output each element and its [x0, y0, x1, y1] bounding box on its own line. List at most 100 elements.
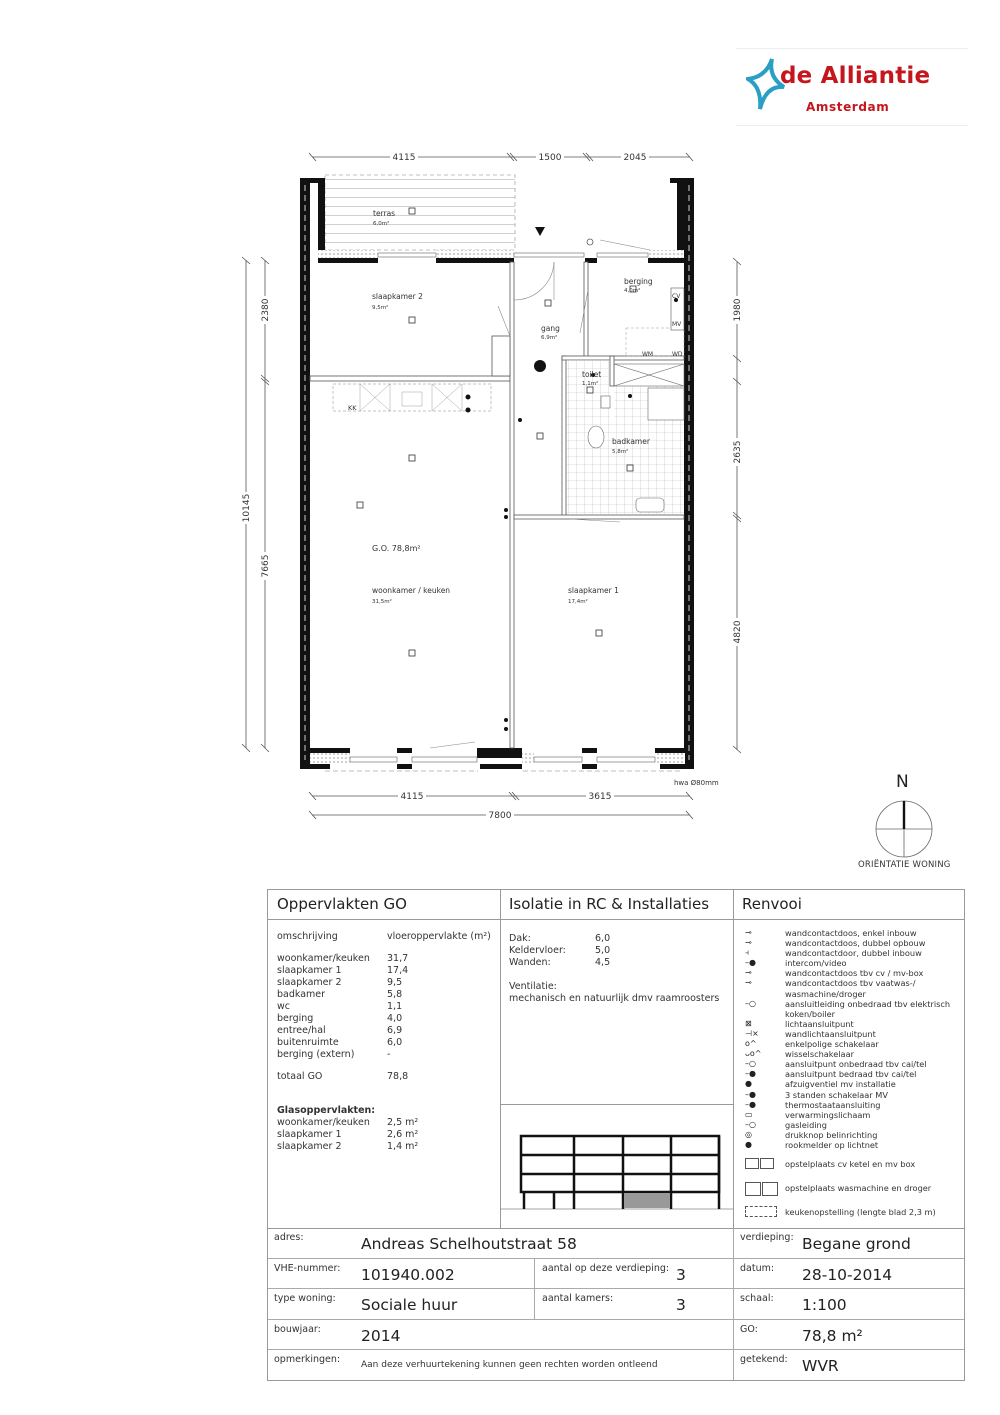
thermostat-icon: –● [745, 1099, 756, 1109]
light-point-icon: ⊠ [745, 1018, 752, 1028]
schaal-value: 1:100 [802, 1296, 847, 1314]
socket-single-icon: ⊸ [745, 928, 752, 937]
svg-text:WM: WM [642, 351, 653, 358]
compass-icon [875, 800, 933, 858]
dim-right-2: 2635 [733, 441, 743, 464]
legend-item: ●rookmelder op lichtnet [741, 1140, 963, 1150]
legend-item: ⫞wandcontactdoor, dubbel inbouw [741, 948, 963, 958]
radiator-icon: ▭ [745, 1109, 753, 1119]
ventilatie-label: Ventilatie: [509, 981, 557, 992]
smoke-detector-icon: ● [745, 1139, 752, 1149]
legend-item: –●intercom/video [741, 958, 963, 968]
legend-item: ⊸wandcontactdoos, dubbel opbouw [741, 938, 963, 948]
getekend-value: WVR [802, 1357, 839, 1375]
legend-item: ⊸wandcontactdoos, enkel inbouw [741, 928, 963, 938]
col-vloeroppervlakte: vloeroppervlakte (m²) [387, 931, 491, 942]
svg-text:KK: KK [348, 404, 357, 412]
legend-item: opstelplaats cv ketel en mv box [741, 1158, 963, 1174]
logo: de Alliantie Amsterdam [736, 48, 968, 126]
datum-label: datum: [740, 1262, 775, 1274]
isolatie-title: Isolatie in RC & Installaties [500, 890, 733, 920]
rc-row: Wanden:4,5 [509, 957, 611, 968]
room-slaapkamer-2: slaapkamer 2 [372, 292, 423, 301]
legend-item: opstelplaats wasmachine en droger [741, 1182, 963, 1198]
room-toilet: toilet [582, 370, 601, 379]
legend-item: ⊸wandcontactdoos tbv vaatwas-/ wasmachin… [741, 978, 963, 998]
kitchen-counter-icon [741, 1206, 785, 1222]
building-elevation [500, 1104, 733, 1228]
ventilatie-value: mechanisch en natuurlijk dmv raamrooster… [509, 993, 720, 1004]
rc-row: Dak:6,0 [509, 933, 611, 944]
exhaust-valve-icon: ● [745, 1079, 752, 1089]
switch-toggle-icon: ᴗo^ [745, 1049, 762, 1059]
getekend-label: getekend: [740, 1354, 788, 1365]
smoke-detector-icon [534, 360, 546, 372]
kamers-label: aantal kamers: [542, 1293, 614, 1304]
adres-value: Andreas Schelhoutstraat 58 [361, 1235, 577, 1253]
gas-pipe-icon: –○ [745, 1119, 756, 1129]
svg-text:17,4m²: 17,4m² [568, 598, 588, 605]
row-vhe: VHE-nummer: 101940.002 aantal op deze ve… [268, 1258, 964, 1289]
legend-item: –○gasleiding [741, 1120, 963, 1130]
aantal-verdieping-value: 3 [676, 1265, 686, 1284]
svg-text:4,0m²: 4,0m² [624, 287, 640, 294]
vhe-value: 101940.002 [361, 1265, 455, 1284]
row-bouwjaar: bouwjaar: 2014 GO: 78,8 m² [268, 1320, 964, 1350]
orientation-label: ORIËNTATIE WONING [858, 860, 951, 870]
dim-bottom-1: 4115 [401, 792, 424, 802]
svg-text:WD: WD [672, 351, 683, 358]
dim-left-1: 2380 [261, 298, 271, 321]
legend-item: –●3 standen schakelaar MV [741, 1090, 963, 1100]
aantal-verdieping-label: aantal op deze verdieping: [542, 1262, 670, 1274]
legend-item: –●aansluitpunt bedraad tbv cai/tel [741, 1069, 963, 1079]
socket-double-surface-icon: ⊸ [745, 938, 752, 948]
legend-item: –●thermostaataansluiting [741, 1100, 963, 1110]
room-badkamer: badkamer [612, 437, 651, 446]
north-label: N [896, 772, 909, 792]
svg-text:MV: MV [672, 321, 682, 328]
dim-top-3: 2045 [624, 153, 647, 163]
room-berging: berging [624, 277, 653, 286]
cooking-connection-icon: –○ [745, 998, 756, 1008]
doorbell-icon: ◎ [745, 1129, 752, 1139]
entry-arrow-icon [535, 227, 545, 236]
bouwjaar-value: 2014 [361, 1326, 401, 1345]
svg-text:31,5m²: 31,5m² [372, 598, 392, 605]
renvooi-title: Renvooi [733, 890, 964, 920]
oppervlakten-title: Oppervlakten GO [268, 890, 500, 920]
renvooi-section: Renvooi ⊸wandcontactdoos, enkel inbouw ⊸… [733, 890, 964, 1228]
opmerkingen-value: Aan deze verhuurtekening kunnen geen rec… [361, 1360, 658, 1370]
go-value: 78,8 m² [802, 1326, 863, 1345]
verdieping-label: verdieping: [740, 1232, 794, 1243]
svg-text:9,5m²: 9,5m² [372, 304, 388, 311]
svg-text:6,0m²: 6,0m² [373, 220, 389, 227]
datum-value: 28-10-2014 [802, 1265, 893, 1284]
go-total-label: G.O. 78,8m² [372, 544, 421, 553]
legend-item: keukenopstelling (lengte blad 2,3 m) [741, 1206, 963, 1222]
svg-text:CV: CV [672, 293, 681, 300]
type-label: type woning: [274, 1293, 336, 1304]
cv-box-icon [741, 1158, 785, 1174]
mv-switch-icon: –● [745, 1089, 756, 1099]
svg-text:6,9m²: 6,9m² [541, 334, 557, 341]
verdieping-value: Begane grond [802, 1235, 911, 1253]
bouwjaar-label: bouwjaar: [274, 1323, 321, 1335]
legend-item: ⊸wandcontactdoos tbv cv / mv-box [741, 968, 963, 978]
north-compass: N ORIËNTATIE WONING [858, 772, 966, 882]
rc-row: Keldervloer:5,0 [509, 945, 611, 956]
legend-item: ⊣×wandlichtaansluitpunt [741, 1029, 963, 1039]
socket-double-flush-icon: ⫞ [745, 948, 749, 958]
legend-item: ᴗo^wisselschakelaar [741, 1049, 963, 1059]
kamers-value: 3 [676, 1296, 686, 1314]
legend-item: ●afzuigventiel mv installatie [741, 1079, 963, 1089]
details-table: adres: Andreas Schelhoutstraat 58 verdie… [267, 1228, 965, 1381]
glas-title: Glasoppervlakten: [277, 1105, 376, 1116]
